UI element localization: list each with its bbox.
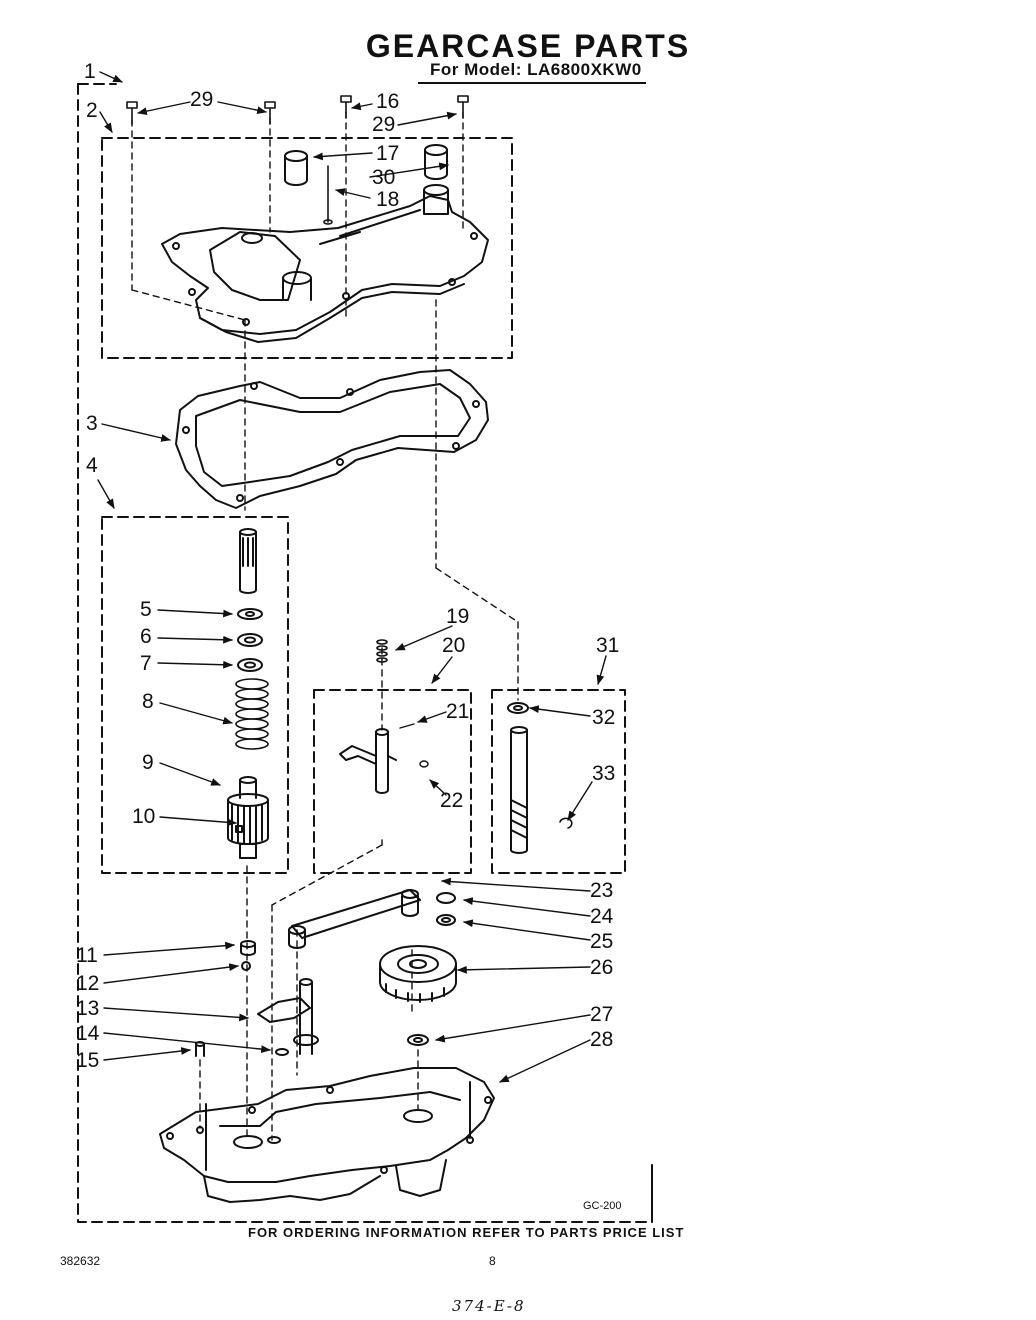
callout-6: 6 <box>140 625 152 648</box>
callout-13: 13 <box>76 997 99 1020</box>
group-box-4 <box>101 516 289 874</box>
leader-lines <box>97 71 607 1083</box>
washer-part-25 <box>436 914 456 926</box>
callout-9: 9 <box>142 751 154 774</box>
washer-part-7 <box>237 658 263 672</box>
washer-part-6 <box>237 633 263 647</box>
callout-15: 15 <box>76 1049 99 1072</box>
callout-14: 14 <box>76 1022 100 1045</box>
washer-part-5 <box>237 608 263 620</box>
callout-labels: 1 2 29 16 29 17 30 18 3 4 5 6 7 8 9 10 1… <box>76 60 619 1072</box>
callout-16: 16 <box>376 90 399 113</box>
screw-part-16 <box>340 95 352 119</box>
group-box-2 <box>101 137 513 359</box>
clip-part-22 <box>419 760 429 768</box>
callout-28: 28 <box>590 1028 613 1051</box>
drive-gear-part-26 <box>379 945 457 1003</box>
gearcase-cover <box>161 184 489 343</box>
pin-part-21 <box>399 723 415 729</box>
callout-30: 30 <box>372 166 395 189</box>
group-box-31 <box>491 689 626 874</box>
callout-12: 12 <box>76 972 99 995</box>
callout-27: 27 <box>590 1003 613 1026</box>
handwritten-note: 374-E-8 <box>452 1297 526 1315</box>
spring-part-8 <box>235 678 269 750</box>
pin-part-15 <box>195 1041 205 1057</box>
pinion-shaft <box>510 726 528 854</box>
shifter-fork-assembly <box>339 728 397 794</box>
shaft-part-10 <box>235 825 257 859</box>
callout-24: 24 <box>590 905 614 928</box>
screw-part-29-right <box>457 95 469 119</box>
callout-10: 10 <box>132 805 155 828</box>
callout-29-left: 29 <box>190 88 213 111</box>
callout-19: 19 <box>446 605 469 628</box>
alignment-lines <box>131 111 519 1141</box>
arm-part-23 <box>288 889 421 949</box>
screw-part-29-mid <box>264 101 276 125</box>
retainer-part-24 <box>436 892 456 904</box>
callout-2: 2 <box>86 99 98 122</box>
page-title: GEARCASE PARTS <box>365 28 691 64</box>
gear-part-9 <box>227 776 269 845</box>
callout-29-right: 29 <box>372 113 395 136</box>
gearcase-base-part-28 <box>159 1067 495 1203</box>
ball-part-12 <box>241 961 251 971</box>
screw-part-29-left <box>126 101 138 125</box>
group-box-20 <box>313 689 472 874</box>
model-underline <box>418 82 646 84</box>
callout-21: 21 <box>446 700 469 723</box>
gasket-part-3 <box>175 369 489 509</box>
callout-31: 31 <box>596 634 619 657</box>
callout-26: 26 <box>590 956 613 979</box>
callout-3: 3 <box>86 412 98 435</box>
bushing-part-11 <box>240 940 256 956</box>
callout-25: 25 <box>590 930 613 953</box>
washer-part-32 <box>507 702 529 714</box>
callout-1: 1 <box>84 60 96 83</box>
document-number: 382632 <box>60 1254 101 1268</box>
spring-part-19 <box>376 639 388 663</box>
diagram-code: GC-200 <box>583 1200 622 1212</box>
callout-23: 23 <box>590 879 613 902</box>
bushing-part-30 <box>424 144 448 180</box>
callout-18: 18 <box>376 188 399 211</box>
ordering-info-note: FOR ORDERING INFORMATION REFER TO PARTS … <box>248 1225 685 1240</box>
bushing-part-17 <box>284 150 308 186</box>
callout-22: 22 <box>440 789 463 812</box>
page-number: 8 <box>489 1254 496 1268</box>
callout-33: 33 <box>592 762 615 785</box>
splined-shaft <box>239 528 257 594</box>
shifter-part-13 <box>257 978 319 1055</box>
callout-17: 17 <box>376 142 399 165</box>
bearing-part-14 <box>275 1048 289 1056</box>
callout-5: 5 <box>140 598 152 621</box>
callout-32: 32 <box>592 706 615 729</box>
callout-7: 7 <box>140 652 152 675</box>
model-line: For Model: LA6800XKW0 <box>430 60 642 79</box>
assembly-frame-1 <box>77 83 653 1223</box>
washer-part-27 <box>407 1034 429 1046</box>
ring-part-33 <box>559 817 573 829</box>
callout-4: 4 <box>86 454 98 477</box>
callout-11: 11 <box>76 944 98 967</box>
pin-part-18 <box>323 165 333 225</box>
callout-8: 8 <box>142 690 154 713</box>
callout-20: 20 <box>442 634 465 657</box>
